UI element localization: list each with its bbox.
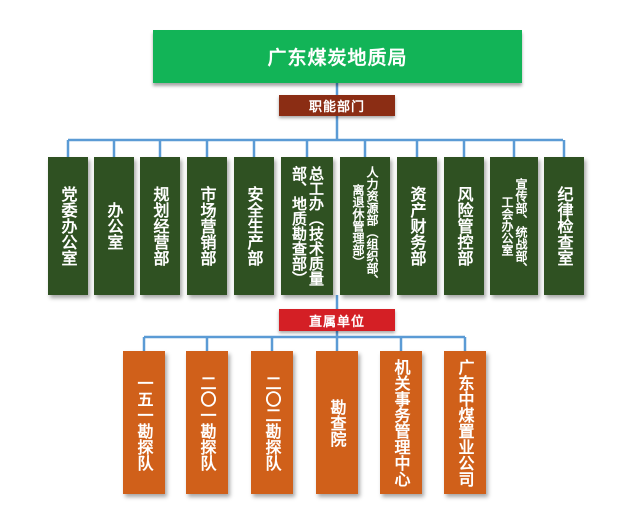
department-drop-lines [66,140,566,157]
unit-box: 一五一勘探队 [123,351,165,494]
unit-name: 二〇二勘探队 [262,374,282,471]
root-organization-box: 广东煤炭地质局 [153,30,522,83]
unit-name: 勘查院 [327,398,347,447]
department-box: 党委办公室 [48,157,88,295]
department-name: 纪律检查室 [554,186,574,266]
department-box: 规划经营部 [140,157,180,295]
unit-drop-lines [142,337,467,351]
unit-box: 二〇一勘探队 [186,351,228,494]
department-box: 离退休管理部） 人力资源部（组织部、 [340,157,390,295]
department-name-line: 人力资源部（组织部、 [365,166,379,286]
unit-name: 机关事务管理中心 [391,358,411,487]
department-box: 市场营销部 [187,157,227,295]
unit-name: 一五一勘探队 [134,374,154,471]
department-box: 风险管控部 [444,157,484,295]
unit-box: 勘查院 [316,351,358,494]
department-box: 部、地质勘查部） 总工办（技术质量 [281,157,333,295]
functional-departments-label: 职能部门 [279,95,395,116]
department-name-line: 宣传部、统战部、 [514,178,528,274]
department-name: 市场营销部 [197,186,217,266]
department-name: 办公室 [104,202,124,250]
department-name-line: 总工办（技术质量 [307,166,325,286]
department-name: 风险管控部 [454,186,474,266]
direct-units-label: 直属单位 [279,309,395,331]
functional-departments-text: 职能部门 [308,100,365,115]
department-name-line: 工会办公室 [500,196,514,256]
unit-box: 机关事务管理中心 [380,351,422,494]
unit-name: 二〇一勘探队 [197,374,217,471]
department-name-line: 部、地质勘查部） [290,166,308,286]
department-name: 规划经营部 [150,186,170,266]
direct-units-text: 直属单位 [308,314,365,330]
department-name: 安全生产部 [244,186,264,266]
unit-name: 广东中煤置业公司 [455,358,475,487]
unit-box: 广东中煤置业公司 [444,351,486,494]
department-box: 办公室 [94,157,134,295]
department-name: 党委办公室 [58,186,78,266]
department-box: 工会办公室 宣传部、统战部、 [490,157,538,295]
department-box: 纪律检查室 [544,157,584,295]
department-name: 资产财务部 [407,186,427,266]
department-name-line: 离退休管理部） [351,184,365,268]
department-box: 资产财务部 [397,157,437,295]
department-box: 安全生产部 [234,157,274,295]
unit-box: 二〇二勘探队 [251,351,293,494]
root-organization-title: 广东煤炭地质局 [267,47,408,69]
